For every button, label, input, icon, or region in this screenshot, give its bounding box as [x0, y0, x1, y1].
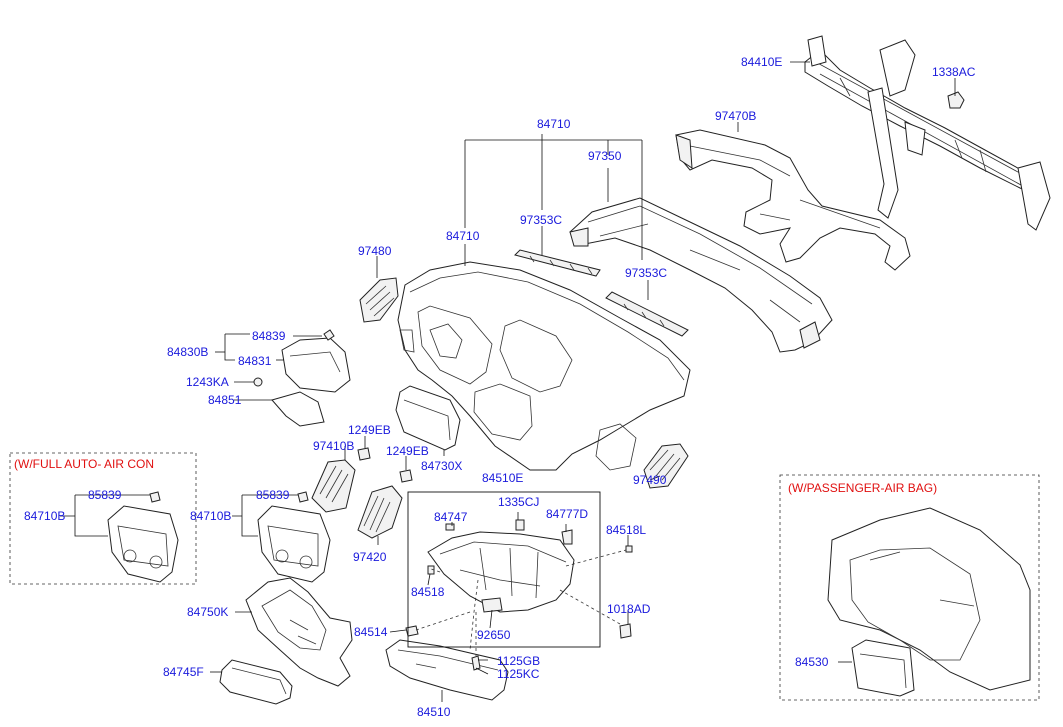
callout-1249eb-a: 1249EB	[348, 423, 391, 437]
callout-84750k: 84750K	[187, 605, 228, 619]
callout-84530: 84530	[795, 655, 829, 669]
cluster-lower-cover-part	[271, 391, 325, 427]
full-auto-aircon-inset	[9, 452, 197, 585]
center-tray-part	[219, 659, 293, 705]
side-vent-97420-part	[357, 485, 403, 539]
screw-1249eb-b-part	[399, 469, 413, 483]
glove-box-housing-part	[427, 519, 575, 613]
callout-84710-mid: 84710	[446, 229, 480, 243]
clip-84514-part	[405, 625, 419, 637]
callout-97410b: 97410B	[313, 439, 354, 453]
cluster-facia-part	[395, 385, 461, 451]
glove-box-detail-frame	[407, 491, 601, 648]
screw-1243ka-part	[253, 377, 263, 387]
note-passenger-airbag: (W/PASSENGER-AIR BAG)	[788, 481, 937, 495]
callout-85839-a: 85839	[88, 488, 122, 502]
passenger-airbag-inset	[779, 474, 1040, 701]
callout-97353c-b: 97353C	[625, 266, 667, 280]
center-vent-97410b-part	[311, 459, 356, 513]
callout-84745f: 84745F	[163, 665, 204, 679]
callout-1249eb-b: 1249EB	[386, 444, 429, 458]
side-vent-97490-part	[643, 443, 689, 489]
bolt-1018ad-part	[619, 623, 632, 639]
cowl-cross-bar-part	[804, 35, 1051, 231]
callout-84777d: 84777D	[546, 507, 588, 521]
callout-97480: 97480	[358, 244, 392, 258]
side-vent-strip-left-part	[514, 249, 601, 277]
note-full-auto-aircon: (W/FULL AUTO- AIR CON	[14, 457, 154, 471]
callout-84710b-b: 84710B	[190, 509, 231, 523]
crash-pad-panel-part	[397, 261, 691, 471]
callout-1338ac: 1338AC	[932, 65, 976, 79]
defroster-duct-part	[675, 129, 911, 271]
callout-84710-top: 84710	[537, 117, 571, 131]
callout-84831: 84831	[238, 354, 272, 368]
callout-1125kc: 1125KC	[497, 667, 540, 681]
callout-85839-b: 85839	[256, 488, 290, 502]
side-vent-97480-part	[359, 277, 399, 323]
callout-1243ka: 1243KA	[186, 375, 229, 389]
callout-84730x: 84730X	[421, 459, 462, 473]
callout-92650: 92650	[477, 628, 511, 642]
clip-84518-part	[427, 565, 435, 575]
callout-1018ad: 1018AD	[607, 602, 651, 616]
center-air-duct-part	[569, 197, 833, 353]
callout-84710b-a: 84710B	[24, 509, 65, 523]
callout-97420: 97420	[353, 550, 387, 564]
callout-97350: 97350	[588, 149, 622, 163]
callout-84747: 84747	[434, 510, 468, 524]
audio-facia-a-part	[107, 491, 179, 583]
callout-84514: 84514	[354, 625, 388, 639]
passenger-airbag-panel-part	[827, 507, 1031, 697]
callout-84518l: 84518L	[606, 523, 646, 537]
screw-1249eb-a-part	[357, 447, 371, 461]
callout-84510e: 84510E	[482, 471, 523, 485]
callout-84410e: 84410E	[741, 55, 782, 69]
nut-1338ac-part	[947, 91, 965, 109]
callout-84510: 84510	[417, 705, 451, 719]
glove-box-door-part	[385, 639, 509, 701]
callout-97490: 97490	[633, 473, 667, 487]
center-lower-bracket-part	[245, 577, 353, 687]
clip-84518l-part	[625, 545, 633, 553]
callout-84839: 84839	[252, 329, 286, 343]
callout-1335cj: 1335CJ	[498, 495, 539, 509]
side-vent-strip-right-part	[605, 291, 689, 337]
callout-97470b: 97470B	[715, 109, 756, 123]
cluster-housing-part	[281, 329, 351, 393]
callout-97353c-a: 97353C	[520, 213, 562, 227]
callout-84830b: 84830B	[167, 345, 208, 359]
callout-1125gb: 1125GB	[497, 654, 540, 668]
audio-facia-b-part	[257, 491, 331, 583]
leader-lines	[60, 61, 956, 702]
bolt-1125gb-part	[471, 655, 481, 671]
callout-84851: 84851	[208, 393, 242, 407]
callout-84518: 84518	[411, 585, 445, 599]
callout-labels: 84410E 1338AC 97470B 84710 97350 97353C …	[24, 55, 976, 719]
